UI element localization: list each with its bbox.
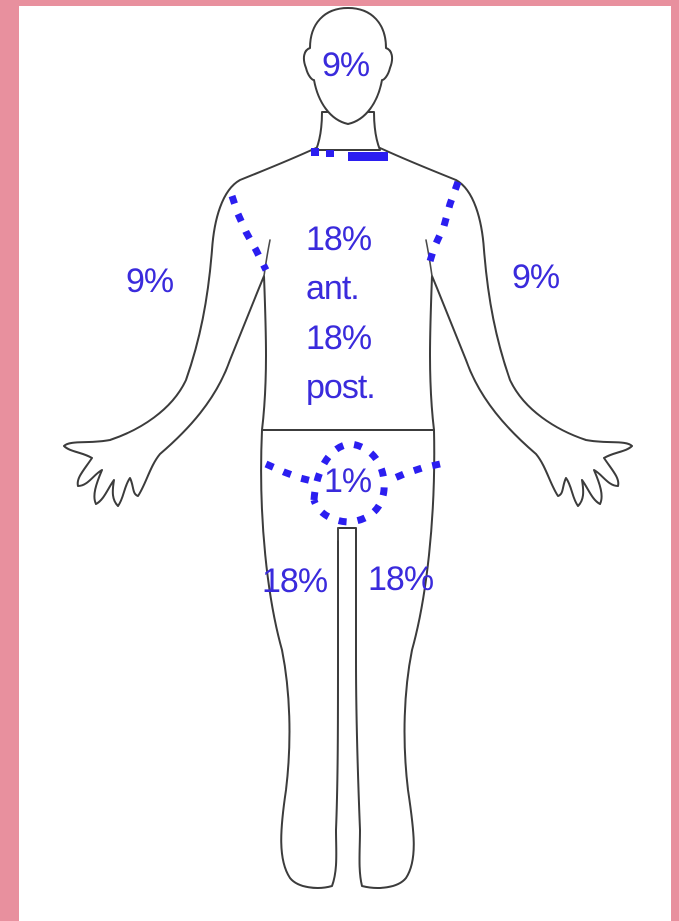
right-leg-percent: 18% [368, 560, 434, 598]
left-leg-percent: 18% [262, 562, 328, 600]
genitals-percent: 1% [324, 462, 372, 500]
trunk-posterior-label: post. [306, 368, 375, 406]
trunk-anterior-percent: 18% [306, 220, 372, 258]
trunk-posterior-percent: 18% [306, 319, 372, 357]
trunk-anterior-label: ant. [306, 269, 359, 307]
right-arm-percent: 9% [512, 258, 560, 296]
head-percent: 9% [322, 46, 370, 84]
left-arm-percent: 9% [126, 262, 174, 300]
